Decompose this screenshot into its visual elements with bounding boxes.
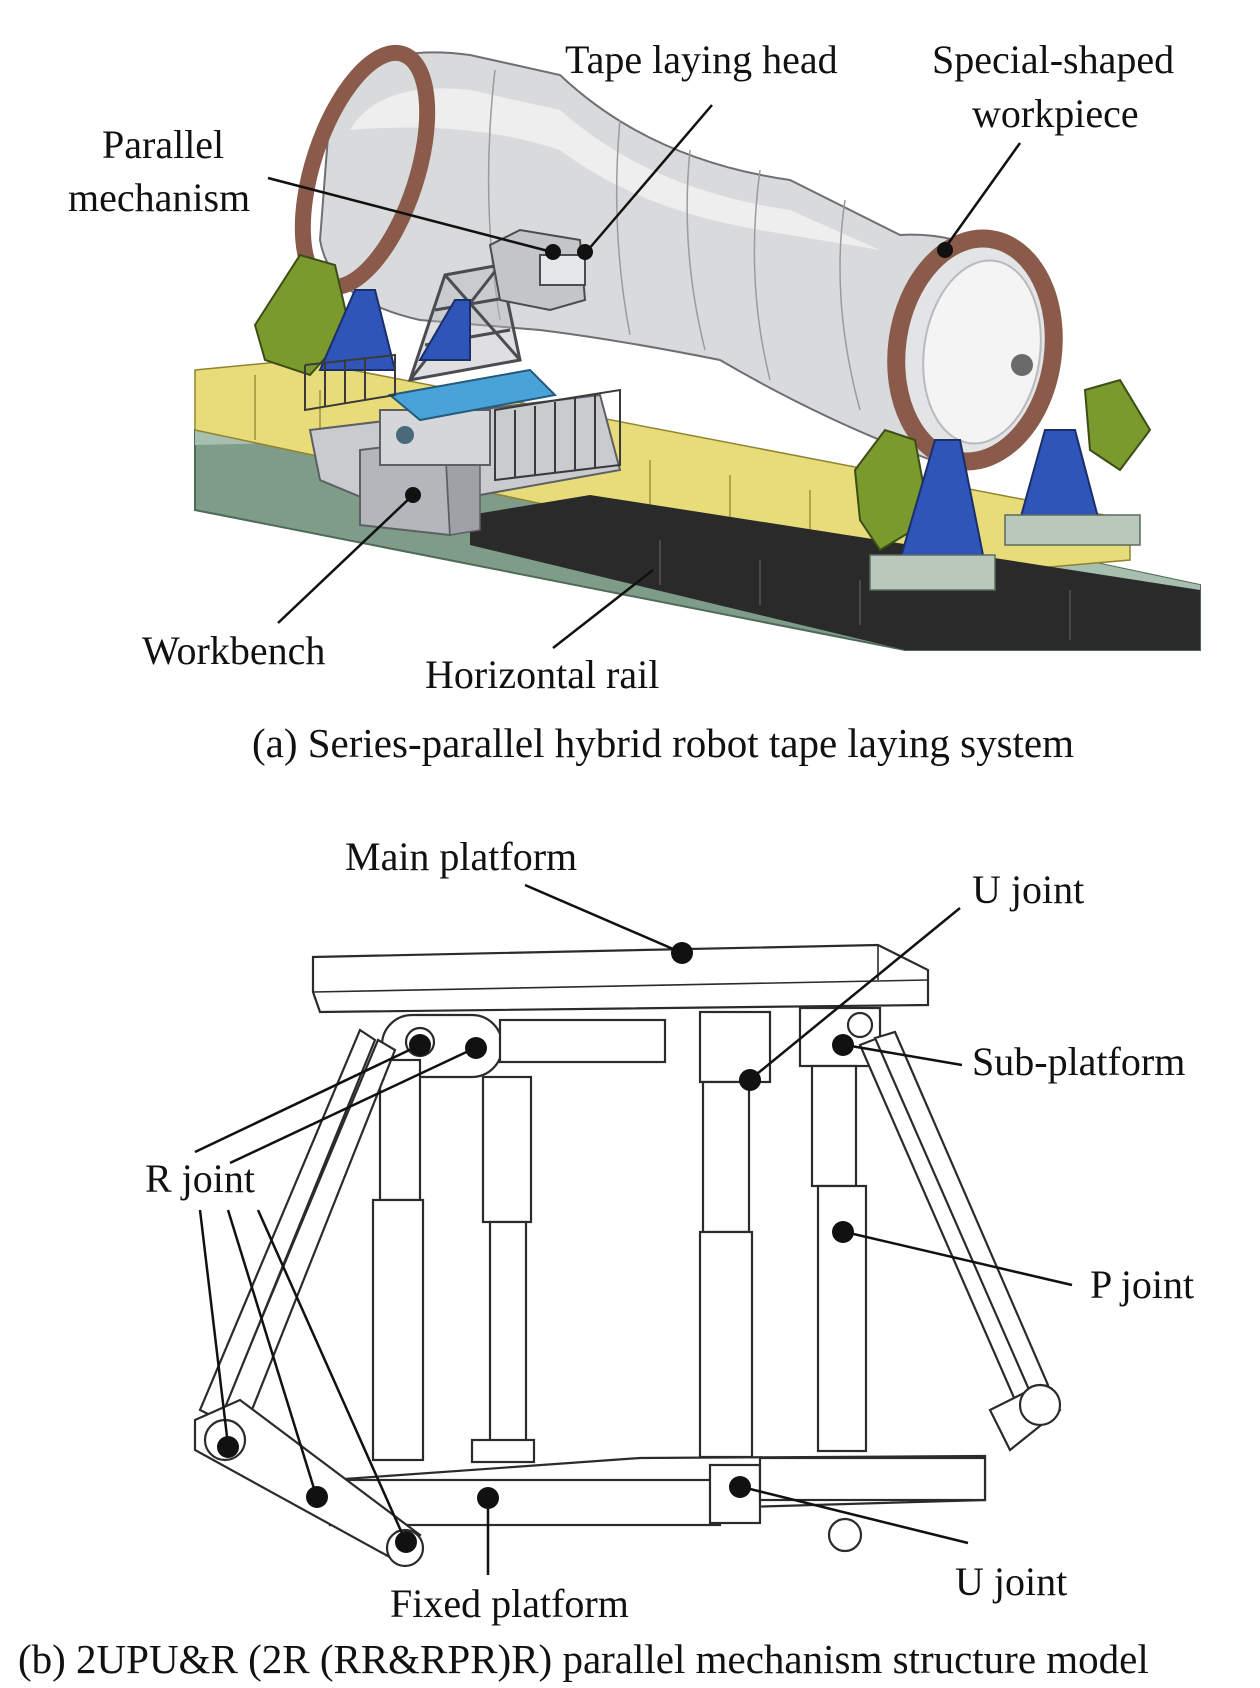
label-u-joint-bottom: U joint — [955, 1559, 1067, 1604]
label-main-platform: Main platform — [345, 834, 577, 879]
right-inclined-link-2 — [873, 1030, 1050, 1394]
sub-platform-bar — [498, 1018, 667, 1064]
leg-b-lower — [371, 1198, 425, 1462]
right-support-plinth-front — [869, 554, 996, 591]
label-special-shaped-line2: workpiece — [972, 91, 1139, 136]
label-r-joint: R joint — [145, 1156, 255, 1201]
dot-tape-laying-head — [577, 244, 593, 260]
leg-a-foot — [470, 1438, 536, 1464]
sub-platform-right-pin — [846, 1011, 874, 1039]
right-flange-inner — [922, 259, 1042, 445]
panel-b-illustration — [193, 943, 1062, 1568]
dot-r-joint-3 — [217, 1436, 239, 1458]
label-workbench: Workbench — [142, 628, 325, 673]
leg-b-upper — [378, 1058, 422, 1202]
right-support-plinth — [1004, 514, 1141, 546]
right-support-green-back — [1083, 378, 1152, 472]
dot-sub-platform — [832, 1034, 854, 1056]
label-tape-laying-head: Tape laying head — [565, 37, 838, 82]
dot-main-platform — [671, 942, 693, 964]
workbench-port — [396, 426, 414, 444]
right-support-blue-back — [1018, 429, 1102, 527]
fixed-platform-beam — [328, 1478, 722, 1527]
leader-parallel-mechanism — [267, 176, 553, 254]
dot-u-joint-top — [739, 1069, 761, 1091]
dot-parallel-mechanism — [545, 244, 561, 260]
panel-b-annotations: Main platform U joint Sub-platform R joi… — [18, 834, 1194, 1682]
fixed-platform-right-beam — [758, 1456, 987, 1502]
panel-a-annotations: Tape laying head Special-shaped workpiec… — [68, 37, 1174, 766]
dot-u-joint-bottom — [729, 1476, 751, 1498]
base-right-eye — [1018, 1383, 1062, 1427]
leader-r-joint-4 — [226, 1209, 318, 1496]
leader-r-joint-3 — [198, 1209, 230, 1446]
label-sub-platform: Sub-platform — [972, 1039, 1185, 1084]
leader-main-platform — [524, 883, 681, 954]
label-fixed-platform: Fixed platform — [390, 1581, 629, 1626]
dot-r-joint-2 — [465, 1037, 487, 1059]
leader-horizontal-rail — [552, 569, 654, 649]
dot-fixed-platform — [477, 1487, 499, 1509]
caption-a: (a) Series-parallel hybrid robot tape la… — [252, 720, 1074, 766]
caption-b: (b) 2UPU&R (2R (RR&RPR)R) parallel mecha… — [18, 1636, 1149, 1682]
leader-u-joint-top — [751, 907, 961, 1079]
dot-r-joint-5 — [395, 1531, 417, 1553]
label-special-shaped-line1: Special-shaped — [932, 37, 1174, 82]
leader-sub-platform — [844, 1043, 963, 1067]
workbench-railing — [304, 353, 621, 482]
workpiece-seams — [487, 69, 861, 411]
workbench-slide — [387, 368, 558, 422]
workpiece-end-hole — [1011, 354, 1033, 376]
leg-c-upper — [701, 1080, 751, 1234]
leg-a-lower — [488, 1220, 528, 1449]
left-inclined-link-2 — [198, 1028, 377, 1422]
leg-c-lower — [698, 1230, 754, 1459]
dot-workbench — [405, 487, 421, 503]
dot-p-joint — [832, 1221, 854, 1243]
tape-laying-head — [488, 228, 587, 312]
dark-rail-joints — [659, 540, 1071, 640]
left-support-blue — [318, 289, 397, 371]
dot-special-shaped — [937, 242, 953, 258]
label-parallel-line2: mechanism — [68, 175, 250, 220]
label-horizontal-rail: Horizontal rail — [425, 652, 659, 697]
leg-a-upper — [481, 1075, 533, 1224]
leader-r-joint-1 — [194, 1043, 421, 1154]
dark-rail — [470, 495, 1200, 650]
label-parallel-line1: Parallel — [102, 122, 224, 167]
main-platform-edge — [312, 979, 929, 993]
label-u-joint-top: U joint — [972, 867, 1084, 912]
leader-special-shaped — [943, 142, 1022, 249]
leader-tape-laying-head — [587, 104, 713, 251]
leader-workbench — [277, 494, 414, 624]
leader-u-joint-bottom — [741, 1485, 969, 1545]
base-right-foot-eye — [827, 1517, 863, 1553]
dot-r-joint-4 — [306, 1486, 328, 1508]
leader-r-joint-2 — [229, 1046, 476, 1165]
main-platform-top — [311, 943, 930, 1014]
dot-r-joint-1 — [409, 1034, 431, 1056]
panel-a-illustration — [194, 44, 1201, 651]
leader-r-joint-5 — [256, 1209, 407, 1541]
leg-d-upper — [810, 1064, 858, 1188]
label-p-joint: P joint — [1090, 1262, 1194, 1307]
leader-p-joint — [844, 1230, 1073, 1287]
workpiece-highlight — [350, 88, 880, 250]
